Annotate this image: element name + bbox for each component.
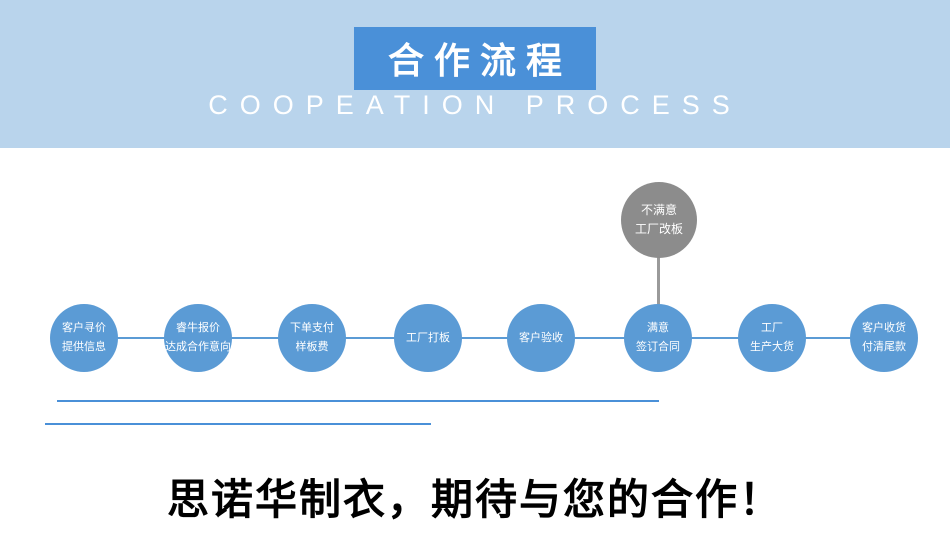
step-label-line1: 工厂	[761, 322, 783, 335]
flow-step-customer-acceptance: 客户验收	[507, 304, 575, 372]
step-label-line2: 生产大货	[750, 341, 794, 353]
decorative-line-1	[57, 400, 659, 402]
step-label-line1: 下单支付	[290, 322, 334, 335]
flow-step-rework: 不满意 工厂改板	[621, 182, 697, 258]
flow-connector-line	[84, 337, 884, 339]
footer-slogan: 思诺华制衣，期待与您的合作！	[166, 476, 783, 523]
rework-connector-line	[657, 256, 660, 306]
step-label-line2: 样板费	[295, 341, 329, 353]
page-title: 合作流程	[387, 40, 573, 81]
flow-step-factory-sample: 工厂打板	[394, 304, 462, 372]
flow-step-quotation: 睿牛报价 达成合作意向	[164, 304, 232, 372]
step-label-line1: 不满意	[640, 202, 677, 217]
decorative-line-2	[45, 423, 431, 425]
flow-step-receive-goods: 客户收货 付清尾款	[850, 304, 918, 372]
step-label-line1: 客户验收	[519, 331, 563, 344]
step-label-line2: 提供信息	[62, 341, 106, 353]
step-label-line1: 客户寻价	[62, 322, 106, 335]
step-label-line2: 达成合作意向	[165, 341, 231, 353]
step-label-line2: 工厂改板	[634, 222, 683, 236]
step-label-line1: 满意	[647, 322, 669, 335]
step-label-line1: 客户收货	[862, 322, 906, 335]
process-flow: 不满意 工厂改板 客户寻价 提供信息 睿牛报价 达成合作意向 下单支付 样板费 …	[0, 150, 950, 410]
flow-step-sign-contract: 满意 签订合同	[624, 304, 692, 372]
step-label-line1: 睿牛报价	[176, 322, 220, 335]
flow-step-bulk-production: 工厂 生产大货	[738, 304, 806, 372]
step-label-line2: 付清尾款	[862, 341, 906, 353]
title-box: 合作流程	[353, 27, 597, 90]
header-banner: 合作流程 COOPEATION PROCESS	[0, 0, 950, 148]
step-label-line1: 工厂打板	[406, 331, 450, 344]
page-subtitle: COOPEATION PROCESS	[208, 90, 742, 120]
step-label-line2: 签订合同	[636, 341, 680, 353]
flow-step-order-payment: 下单支付 样板费	[278, 304, 346, 372]
flow-step-customer-inquiry: 客户寻价 提供信息	[50, 304, 118, 372]
